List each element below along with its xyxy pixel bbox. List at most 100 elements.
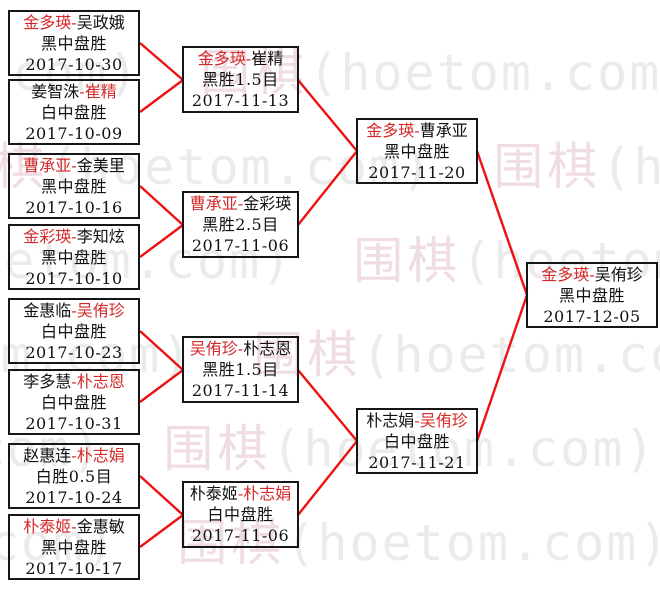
players-separator: - bbox=[79, 81, 85, 101]
players-separator: - bbox=[414, 120, 420, 140]
player1-name: 金惠临 bbox=[23, 300, 72, 320]
match-players: 李多慧-朴志恩 bbox=[23, 371, 124, 392]
players-separator: - bbox=[71, 12, 77, 32]
match-date: 2017-11-06 bbox=[191, 236, 290, 255]
match-box-sf-1: 金多瑛-曹承亚 黑中盘胜 2017-11-20 bbox=[356, 118, 478, 184]
match-players: 金多瑛-吴政娥 bbox=[23, 12, 124, 33]
match-players: 曹承亚-金彩瑛 bbox=[190, 193, 291, 214]
match-box-qf-4: 朴泰姬-朴志娟 白中盘胜 2017-11-06 bbox=[182, 481, 299, 548]
player1-name: 金多瑛 bbox=[197, 49, 246, 68]
player1-name: 金彩瑛 bbox=[23, 226, 72, 246]
match-players: 朴泰姬-朴志娟 bbox=[190, 483, 291, 504]
players-separator: - bbox=[71, 155, 77, 175]
connector-line bbox=[297, 150, 358, 226]
match-result: 白中盘胜 bbox=[40, 321, 107, 341]
connector-line bbox=[139, 514, 184, 548]
match-result: 白中盘胜 bbox=[383, 431, 450, 451]
match-box-r16-3: 曹承亚-金美里 黑中盘胜 2017-10-16 bbox=[8, 153, 140, 219]
match-box-final: 金多瑛-吴侑珍 黑中盘胜 2017-12-05 bbox=[526, 262, 658, 328]
player2-name: 吴侑珍 bbox=[419, 410, 468, 430]
match-date: 2017-10-10 bbox=[25, 268, 123, 288]
match-players: 金多瑛-崔精 bbox=[198, 48, 283, 69]
player2-name: 金彩瑛 bbox=[243, 194, 292, 213]
player1-name: 金多瑛 bbox=[366, 120, 415, 140]
match-result: 黑胜1.5目 bbox=[202, 70, 279, 89]
player2-name: 朴志娟 bbox=[76, 445, 125, 465]
player2-name: 吴侑珍 bbox=[76, 300, 125, 320]
players-separator: - bbox=[237, 194, 244, 213]
player2-name: 朴志恩 bbox=[76, 371, 125, 391]
match-box-qf-2: 曹承亚-金彩瑛 黑胜2.5目 2017-11-06 bbox=[182, 191, 299, 258]
connector-line bbox=[139, 330, 184, 371]
player2-name: 崔精 bbox=[251, 49, 284, 68]
players-separator: - bbox=[414, 410, 420, 430]
match-box-r16-4: 金彩瑛-李知炫 黑中盘胜 2017-10-10 bbox=[8, 224, 140, 290]
connector-line bbox=[297, 369, 358, 442]
player1-name: 金多瑛 bbox=[541, 264, 590, 284]
players-separator: - bbox=[589, 264, 595, 284]
player2-name: 吴侑珍 bbox=[594, 264, 643, 284]
match-box-sf-2: 朴志娟-吴侑珍 白中盘胜 2017-11-21 bbox=[356, 408, 478, 474]
match-result: 白胜0.5目 bbox=[35, 466, 113, 486]
connector-line bbox=[139, 369, 184, 403]
match-result: 黑胜2.5目 bbox=[202, 215, 279, 234]
player1-name: 朴泰姬 bbox=[189, 484, 238, 503]
player2-name: 吴政娥 bbox=[76, 12, 125, 32]
connector-line bbox=[297, 79, 358, 152]
match-box-r16-8: 朴泰姬-金惠敏 黑中盘胜 2017-10-17 bbox=[8, 514, 140, 580]
match-box-r16-5: 金惠临-吴侑珍 白中盘胜 2017-10-23 bbox=[8, 298, 140, 364]
match-date: 2017-11-13 bbox=[191, 91, 290, 110]
players-separator: - bbox=[71, 445, 77, 465]
match-players: 金多瑛-吴侑珍 bbox=[541, 264, 642, 285]
match-players: 赵惠连-朴志娟 bbox=[23, 445, 124, 466]
match-box-r16-6: 李多慧-朴志恩 白中盘胜 2017-10-31 bbox=[8, 369, 140, 435]
players-separator: - bbox=[71, 516, 77, 536]
player1-name: 曹承亚 bbox=[23, 155, 72, 175]
match-result: 黑中盘胜 bbox=[40, 537, 107, 557]
player1-name: 朴志娟 bbox=[366, 410, 415, 430]
match-date: 2017-11-21 bbox=[368, 452, 466, 472]
connector-line bbox=[139, 475, 184, 516]
connector-line bbox=[139, 185, 184, 226]
match-date: 2017-10-23 bbox=[25, 342, 123, 362]
match-date: 2017-10-24 bbox=[25, 487, 123, 507]
player2-name: 曹承亚 bbox=[419, 120, 468, 140]
match-date: 2017-12-05 bbox=[543, 306, 641, 326]
connector-line bbox=[139, 79, 184, 113]
player1-name: 朴泰姬 bbox=[23, 516, 72, 536]
match-players: 朴泰姬-金惠敏 bbox=[23, 516, 124, 537]
match-date: 2017-10-16 bbox=[25, 197, 123, 217]
connector-line bbox=[475, 294, 529, 442]
players-separator: - bbox=[237, 339, 244, 358]
match-date: 2017-11-14 bbox=[191, 381, 290, 400]
players-separator: - bbox=[237, 484, 244, 503]
player2-name: 崔精 bbox=[84, 81, 117, 101]
players-separator: - bbox=[71, 226, 77, 246]
player2-name: 金美里 bbox=[76, 155, 125, 175]
match-result: 白中盘胜 bbox=[207, 505, 274, 524]
match-box-r16-7: 赵惠连-朴志娟 白胜0.5目 2017-10-24 bbox=[8, 443, 140, 509]
player1-name: 曹承亚 bbox=[189, 194, 238, 213]
match-players: 朴志娟-吴侑珍 bbox=[366, 410, 467, 431]
connector-line bbox=[139, 42, 184, 81]
player2-name: 朴志恩 bbox=[243, 339, 292, 358]
match-result: 白中盘胜 bbox=[40, 392, 107, 412]
players-separator: - bbox=[245, 49, 252, 68]
player1-name: 金多瑛 bbox=[23, 12, 72, 32]
player1-name: 李多慧 bbox=[23, 371, 72, 391]
match-date: 2017-10-17 bbox=[25, 558, 123, 578]
connector-line bbox=[297, 440, 358, 516]
player1-name: 赵惠连 bbox=[23, 445, 72, 465]
match-box-r16-2: 姜智洙-崔精 白中盘胜 2017-10-09 bbox=[8, 79, 140, 145]
match-result: 白中盘胜 bbox=[40, 102, 107, 122]
match-players: 金彩瑛-李知炫 bbox=[23, 226, 124, 247]
player1-name: 姜智洙 bbox=[31, 81, 80, 101]
match-date: 2017-10-31 bbox=[25, 413, 123, 433]
player2-name: 金惠敏 bbox=[76, 516, 125, 536]
match-result: 黑中盘胜 bbox=[40, 247, 107, 267]
match-players: 姜智洙-崔精 bbox=[31, 81, 116, 102]
match-date: 2017-11-06 bbox=[191, 526, 290, 545]
match-result: 黑中盘胜 bbox=[40, 176, 107, 196]
players-separator: - bbox=[71, 371, 77, 391]
match-date: 2017-10-09 bbox=[25, 123, 123, 143]
